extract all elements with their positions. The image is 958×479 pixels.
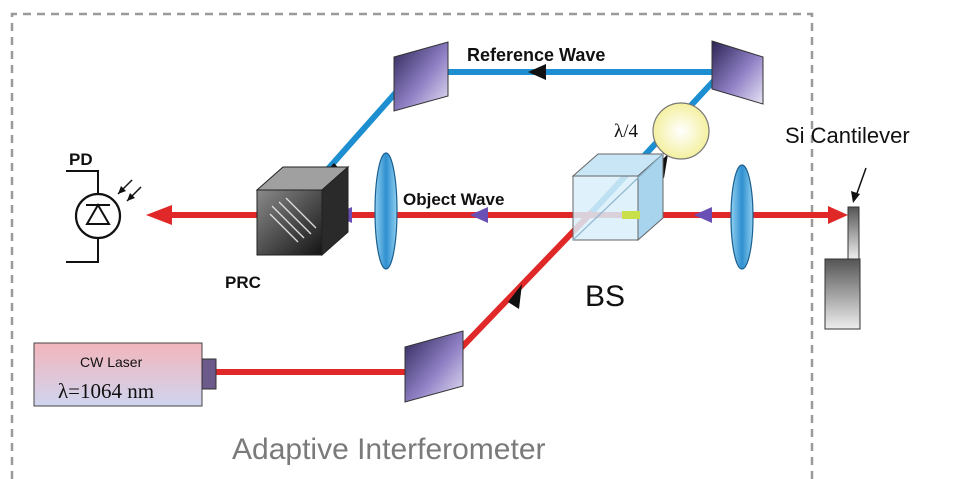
cw-laser [33,342,217,407]
output-arrowhead [146,205,172,225]
laser-beam-diagonal [435,209,595,375]
laser-title: CW Laser [80,354,143,370]
prc-label: PRC [225,273,261,292]
lens-left [374,152,398,270]
prc-crystal [255,165,350,257]
mirror-bottom [404,330,464,403]
photodetector [66,170,142,263]
quarter-wave-label: λ/4 [614,121,638,142]
mirror-top-right [711,40,764,105]
reference-wave-label: Reference Wave [467,45,605,65]
pd-label: PD [69,150,93,169]
laser-arrow-up [508,284,522,309]
object-arrow-3 [694,207,712,223]
lens-right [730,164,754,270]
bs-label: BS [585,280,625,313]
cantilever-arrowhead [828,206,848,224]
laser-wavelength: λ=1064 nm [58,379,154,403]
object-wave-label: Object Wave [403,190,504,209]
reference-arrow-top [528,64,546,80]
quarter-wave-plate [652,102,710,160]
object-arrow-2 [470,207,488,223]
mirror-top-left [393,41,449,112]
si-cantilever [824,167,867,330]
frame-label: Adaptive Interferometer [232,433,546,466]
beam-splitter [571,152,665,242]
cantilever-label: Si Cantilever [785,123,910,148]
